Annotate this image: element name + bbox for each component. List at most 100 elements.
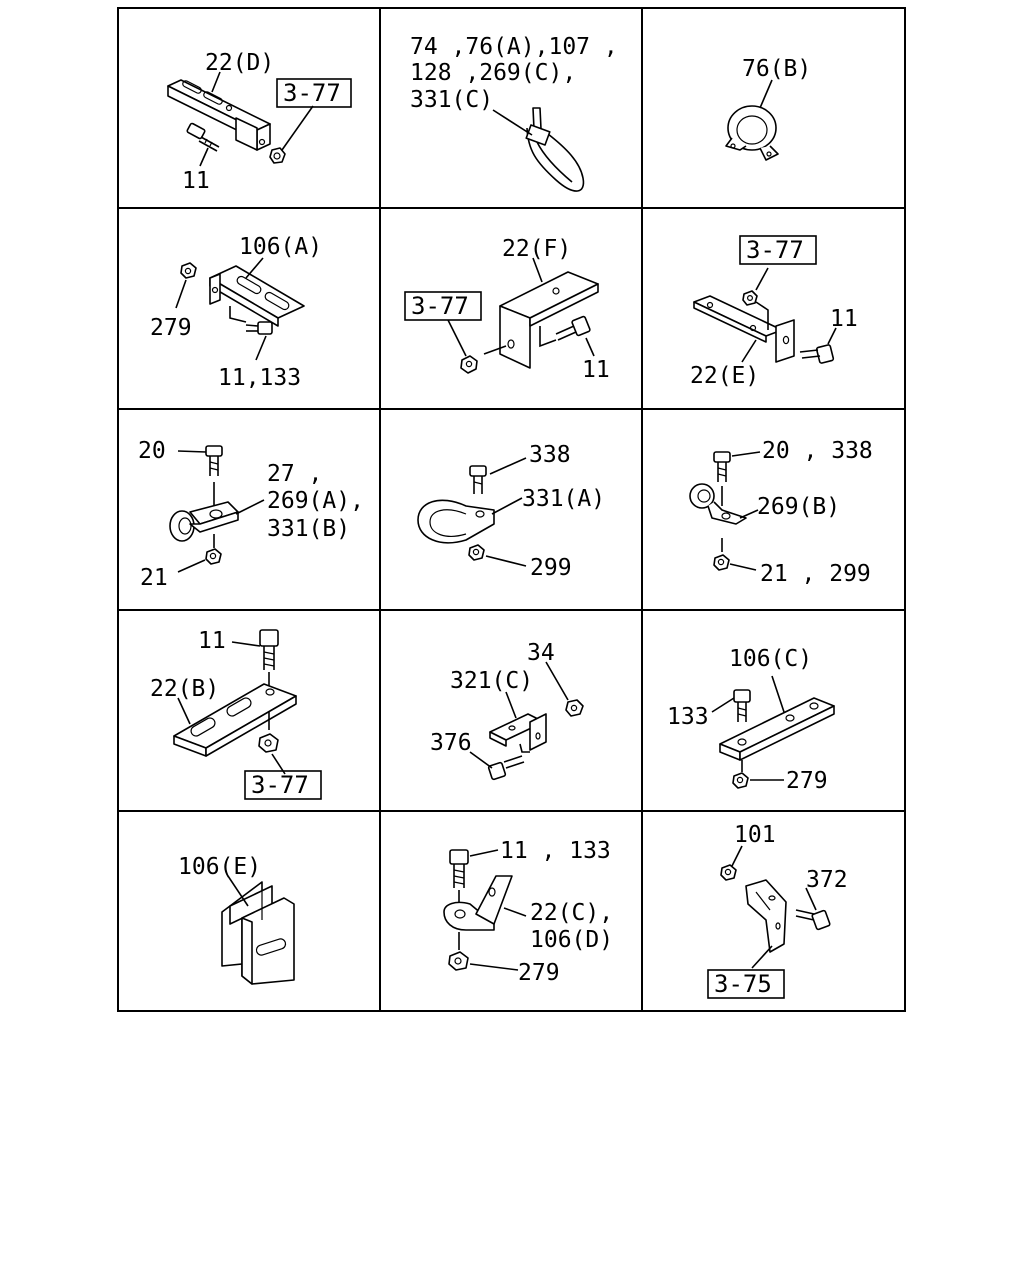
p-clamp-part [417, 499, 495, 544]
bolt-part [259, 629, 279, 670]
part-label: 21 , 299 [760, 561, 871, 587]
bracket-part [221, 881, 295, 985]
bracket-part [499, 271, 599, 369]
part-label: 11 [198, 628, 226, 654]
part-label: 279 [786, 768, 828, 794]
cell-r5c2: 11 , 133 22(C), 106(D) 279 [443, 838, 613, 986]
clamp-part [725, 105, 779, 161]
part-label: 11 , 133 [500, 838, 611, 864]
nut-part [720, 864, 737, 881]
bolt-part [469, 465, 487, 494]
part-label: 74 ,76(A),107 , [410, 34, 618, 60]
cell-r4c2: 34 321(C) 376 [430, 640, 584, 781]
part-label: 11,133 [218, 365, 301, 391]
bolt-part [449, 849, 469, 888]
cell-r4c3: 106(C) 133 279 [667, 646, 835, 794]
part-label: 106(A) [239, 234, 322, 260]
part-label: 76(B) [742, 56, 811, 82]
part-label: 20 , 338 [762, 438, 873, 464]
ref-box-label: 3-77 [283, 79, 341, 107]
nut-part [460, 355, 478, 374]
nut-part [269, 147, 286, 164]
cell-r1c2: 74 ,76(A),107 , 128 ,269(C), 331(C) [410, 34, 618, 192]
part-label: 338 [529, 442, 571, 468]
part-label: 11 [830, 306, 858, 332]
nut-part [448, 951, 469, 971]
plate-part [719, 697, 835, 761]
part-label: 128 ,269(C), [410, 60, 576, 86]
nut-part [732, 772, 749, 789]
plate-part [173, 683, 297, 757]
part-label: 22(B) [150, 676, 219, 702]
ref-box-label: 3-77 [411, 292, 469, 320]
part-label: 22(F) [502, 236, 571, 262]
cell-r3c1: 20 27 , 269(A), 331(B) 21 [138, 438, 364, 591]
part-label: 22(D) [205, 50, 274, 76]
diagram-grid [117, 7, 906, 1012]
bracket-part [443, 875, 513, 931]
cable-tie-part [525, 107, 585, 192]
part-label: 279 [518, 960, 560, 986]
bolt-part [795, 909, 831, 931]
part-label: 133 [667, 704, 709, 730]
bolt-part [799, 344, 835, 364]
part-label: 269(B) [757, 494, 840, 520]
nut-part [742, 290, 758, 306]
part-label: 321(C) [450, 668, 533, 694]
bolt-part [205, 445, 223, 476]
part-label: 269(A), [267, 488, 364, 514]
part-label: 279 [150, 315, 192, 341]
ref-box-label: 3-75 [714, 970, 772, 998]
bolt-part [733, 689, 751, 722]
bracket-part [209, 265, 305, 327]
nut-part [468, 544, 485, 561]
part-label: 22(E) [690, 363, 759, 389]
ref-box-label: 3-77 [746, 236, 804, 264]
part-label: 11 [582, 357, 610, 383]
nut-part [258, 733, 279, 753]
bolt-part [186, 122, 220, 152]
part-label: 21 [140, 565, 168, 591]
part-label: 331(C) [410, 87, 493, 113]
nut-part [713, 554, 730, 571]
part-label: 22(C), [530, 900, 613, 926]
cell-r3c2: 338 331(A) 299 [417, 442, 605, 581]
part-label: 11 [182, 168, 210, 194]
part-label: 331(B) [267, 516, 350, 542]
cell-r5c3: 101 372 3-75 [707, 822, 848, 999]
cell-r4c1: 11 22(B) 3-77 [150, 628, 322, 800]
bracket-part [745, 879, 787, 953]
clip-part [689, 483, 747, 525]
nut-part [565, 699, 584, 717]
cell-r1c3: 76(B) [725, 56, 811, 161]
cell-r2c2: 22(F) 11 3-77 [404, 236, 610, 383]
bracket-part [167, 79, 271, 151]
part-label: 34 [527, 640, 555, 666]
part-label: 376 [430, 730, 472, 756]
cell-r1c1: 22(D) 11 3-77 [167, 50, 352, 194]
cell-r2c1: 106(A) 279 11,133 [150, 234, 322, 391]
part-label: 372 [806, 867, 848, 893]
cell-r2c3: 11 22(E) 3-77 [690, 235, 858, 389]
bolt-part [487, 755, 525, 781]
part-label: 106(D) [530, 927, 613, 953]
clip-part [169, 501, 239, 542]
nut-part [180, 262, 197, 279]
cell-r5c1: 106(E) [178, 854, 295, 985]
part-label: 27 , [267, 461, 322, 487]
bracket-part [693, 295, 795, 363]
part-label: 20 [138, 438, 166, 464]
bolt-part [229, 306, 273, 335]
ref-box-label: 3-77 [251, 771, 309, 799]
part-label: 106(E) [178, 854, 261, 880]
bolt-part [555, 315, 591, 341]
part-label: 331(A) [522, 486, 605, 512]
bolt-part [713, 451, 731, 482]
bracket-part [489, 713, 547, 751]
cell-r3c3: 20 , 338 269(B) 21 , 299 [689, 438, 873, 587]
nut-part [205, 548, 222, 565]
part-label: 299 [530, 555, 572, 581]
part-label: 106(C) [729, 646, 812, 672]
part-label: 101 [734, 822, 776, 848]
